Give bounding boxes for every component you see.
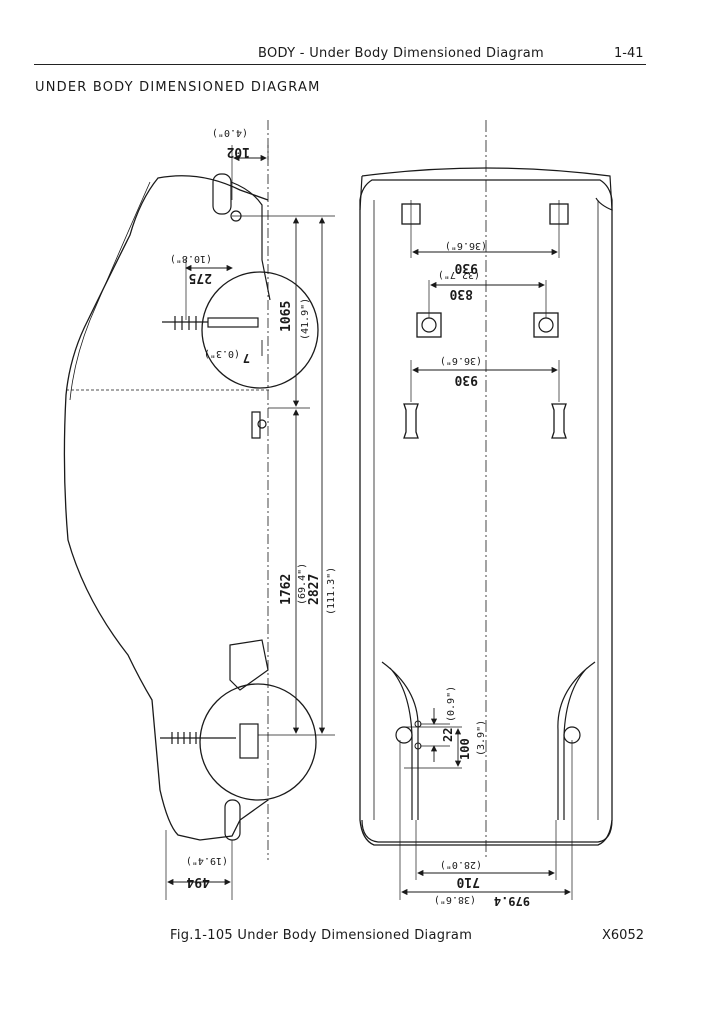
dim-494-ext — [165, 830, 233, 900]
dim-100-label: 100 — [458, 738, 472, 760]
figure-caption: Fig.1-105 Under Body Dimensioned Diagram — [170, 928, 473, 943]
side-view-inner-line — [69, 181, 151, 401]
side-view-rear-panel — [230, 181, 271, 301]
side-view-body-outline — [63, 175, 269, 841]
dim-7-in-label: (0.3") — [204, 348, 240, 359]
dim-1762-in-label: (69.4") — [297, 563, 308, 605]
side-view-rear-bumper — [212, 173, 232, 215]
dim-2827-in-label: (111.3") — [326, 567, 337, 615]
plan-view-front-bumper — [361, 819, 613, 843]
plan-view-rear-bumper — [359, 167, 613, 211]
side-view-ext-102 — [231, 145, 269, 200]
dim-22-label: 22 — [441, 728, 455, 742]
side-view: 102 (4.0") 275 (10.8") 1065 (41.9") 7 (0… — [63, 120, 337, 900]
dim-275-label: 275 — [189, 270, 212, 285]
plan-view-front-hole-left — [395, 726, 413, 744]
dim-102-in-label: (4.0") — [212, 127, 248, 138]
dim-979-label: 979.4 — [494, 894, 530, 908]
dim-100-in-label: (3.9") — [476, 720, 487, 756]
dim-830-label: 830 — [449, 286, 473, 301]
dim-7-label: 7 — [243, 351, 250, 365]
plan-view-ext-930-top — [410, 200, 560, 258]
side-view-front-wheel-arc — [199, 683, 317, 801]
dim-930-top-label: 930 — [454, 260, 478, 275]
side-view-front-spring — [160, 732, 236, 744]
side-view-mid-mount-point — [257, 419, 267, 429]
dim-2827-label: 2827 — [307, 574, 322, 605]
plan-view-side-sills — [373, 200, 599, 820]
plan-view-mid-mount-right — [551, 403, 567, 439]
figure-code: X6052 — [602, 928, 644, 943]
dim-930-mid-in-label: (36.6") — [440, 355, 482, 366]
dim-830-in-label: (32.7") — [438, 269, 480, 280]
plan-view-shock-right-hole — [538, 317, 554, 333]
dim-275-in-label: (10.8") — [170, 253, 212, 264]
dim-1762-label: 1762 — [279, 574, 294, 605]
dim-22-in-label: (0.9") — [446, 686, 457, 722]
dim-1065-in-label: (41.9") — [300, 298, 311, 340]
plan-view-ext-830 — [428, 280, 547, 318]
plan-view-ext-710-979 — [399, 740, 573, 900]
side-view-rear-shock — [207, 317, 259, 328]
plan-view-shock-left-hole — [421, 317, 437, 333]
dim-930-top-in-label: (36.6") — [445, 240, 487, 251]
dim-710-label: 710 — [456, 874, 480, 889]
plan-view-mid-mount-left — [403, 403, 419, 439]
dim-710-in-label: (28.0") — [440, 859, 482, 870]
document-title: UNDER BODY DIMENSIONED DIAGRAM — [35, 80, 321, 95]
dim-979-in-label: (38.6") — [434, 894, 476, 905]
dim-102-label: 102 — [227, 144, 250, 159]
plan-view: 930 (36.6") 830 (32.7") 930 (36.6") 22 (… — [359, 120, 613, 908]
side-view-rear-shock-rod — [162, 316, 208, 330]
side-view-mid-bracket — [251, 411, 261, 439]
plan-view-ext-930-mid — [410, 360, 560, 402]
side-view-front-apron — [229, 639, 269, 691]
dim-494-label: 494 — [186, 874, 210, 889]
header-section-title: BODY - Under Body Dimensioned Diagram — [258, 46, 544, 61]
dim-494-in-label: (19.4") — [186, 855, 228, 866]
header-rule — [34, 64, 646, 65]
dim-930-mid-label: 930 — [454, 372, 478, 387]
header-page-number: 1-41 — [614, 46, 644, 61]
side-view-front-strut — [239, 723, 259, 759]
side-view-front-bumper — [224, 799, 241, 841]
side-view-rear-wheel-arc — [201, 271, 319, 389]
dim-1065-label: 1065 — [279, 301, 294, 332]
